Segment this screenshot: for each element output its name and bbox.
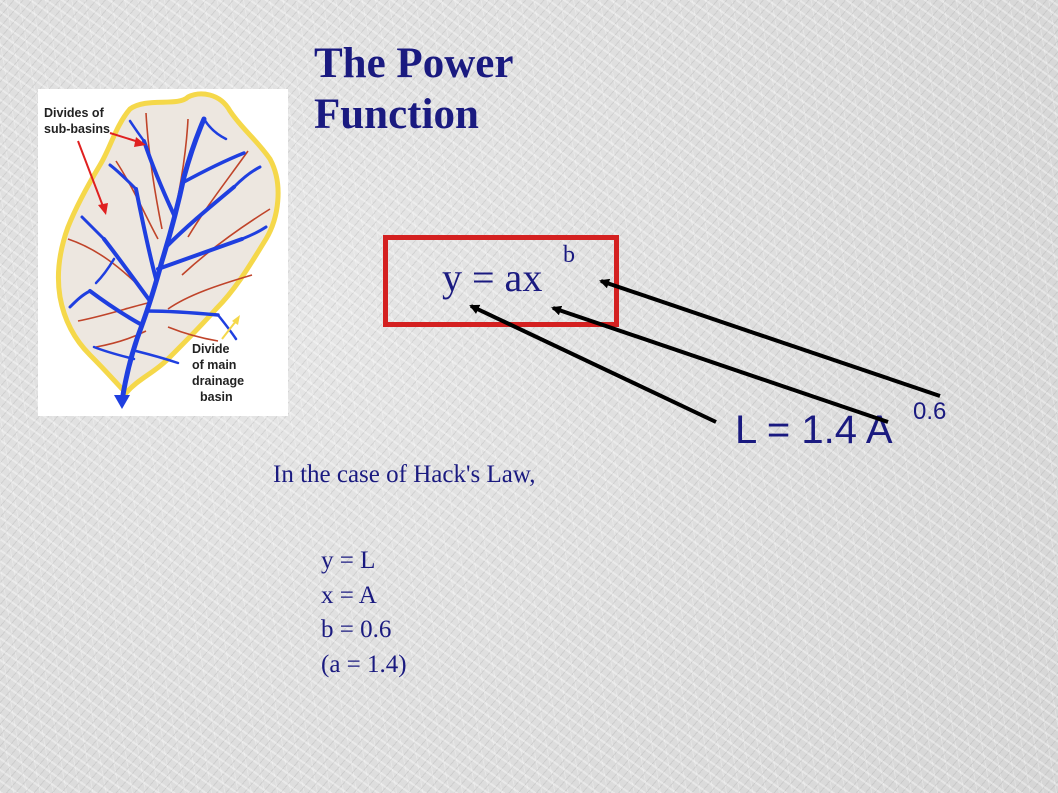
variable-definitions: y = L x = A b = 0.6 (a = 1.4) bbox=[321, 544, 407, 682]
main-divide-label-line-2: of main bbox=[192, 358, 236, 372]
slide-title: The Power Function bbox=[314, 38, 513, 140]
subbasin-red-arrowhead-2 bbox=[98, 203, 108, 215]
subbasin-label-line-1: Divides of bbox=[44, 106, 105, 120]
subbasin-red-arrow-2 bbox=[77, 140, 105, 210]
general-formula-base: y = ax bbox=[442, 255, 543, 300]
slide-title-line-2: Function bbox=[314, 91, 479, 138]
arrow-exponent-to-b bbox=[599, 278, 941, 398]
general-formula-exponent: b bbox=[563, 242, 575, 268]
definition-a: (a = 1.4) bbox=[321, 650, 407, 678]
main-divide-yellow-arrowhead bbox=[232, 315, 240, 325]
main-divide-yellow-arrow bbox=[221, 320, 237, 340]
main-divide-label-line-3: drainage bbox=[192, 374, 244, 388]
hack-formula-exponent: 0.6 bbox=[913, 398, 947, 425]
hack-law-intro: In the case of Hack's Law, bbox=[273, 461, 536, 488]
definition-y: y = L bbox=[321, 547, 376, 574]
main-divide-label-line-4: basin bbox=[200, 390, 233, 404]
subbasin-label-line-2: sub-basins bbox=[44, 122, 110, 136]
drainage-basin-drawing: Divides of sub-basins Divide of main dra… bbox=[44, 91, 281, 409]
outlet-arrowhead bbox=[114, 395, 130, 409]
definition-x: x = A bbox=[321, 581, 377, 609]
main-divide-label-line-1: Divide bbox=[192, 342, 230, 356]
drainage-basin-figure: Divides of sub-basins Divide of main dra… bbox=[38, 89, 288, 416]
hack-formula-base: L = 1.4 A bbox=[735, 408, 893, 452]
slide-title-line-1: The Power bbox=[314, 40, 514, 87]
subbasin-red-arrowhead-1 bbox=[134, 137, 146, 147]
definition-b: b = 0.6 bbox=[321, 616, 392, 643]
stream-network bbox=[68, 116, 268, 404]
